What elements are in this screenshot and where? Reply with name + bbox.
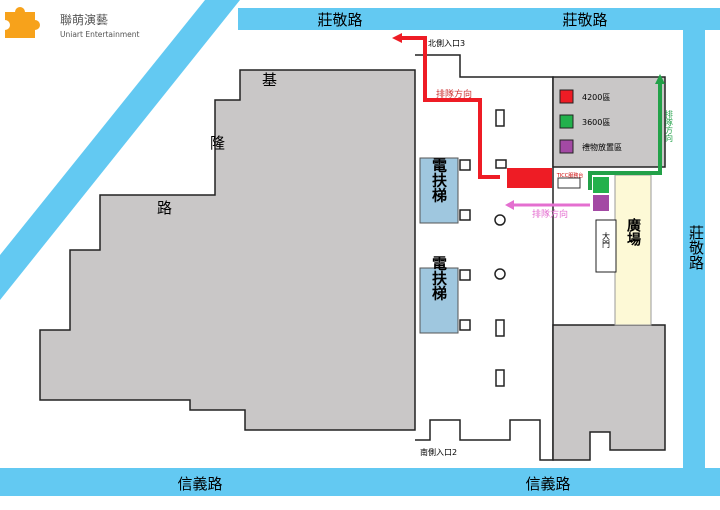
arrowhead-green [655, 74, 665, 84]
logo: 聯萌演藝 Uniart Entertainment [5, 7, 140, 39]
road-label-top-left: 莊敬路 [317, 11, 362, 29]
road-jilong [0, 0, 240, 300]
main-gate [595, 219, 617, 273]
zone-4200 [507, 168, 552, 188]
road-xinyi [0, 468, 720, 496]
road-label-top-right: 莊敬路 [562, 11, 607, 29]
road-label-bottom-right: 信義路 [525, 475, 570, 493]
legend-4200: 4200區 [582, 93, 610, 102]
pillars [459, 109, 507, 387]
hall-outline [415, 54, 554, 461]
escalator-label: 電扶梯 [430, 158, 448, 204]
arrowhead-red [392, 33, 402, 43]
queue-arrow-red [400, 36, 500, 179]
queue-label-pink: 排隊方向 [532, 208, 568, 220]
puzzle-icon [5, 7, 40, 38]
queue-label-red: 排隊方向 [436, 88, 472, 100]
queue-arrow-green [588, 82, 662, 190]
escalator-label: 電扶梯 [430, 256, 448, 302]
road-label-bottom-left: 信義路 [177, 475, 222, 493]
escalator-2: 電扶梯 [419, 256, 459, 334]
south-entrance-label: 南側入口2 [420, 447, 457, 457]
legend-3600: 3600區 [582, 118, 610, 127]
legend-swatch-gift [559, 139, 574, 154]
zone-gift [593, 195, 609, 211]
legend-swatch-4200 [559, 89, 574, 104]
queue-label-green: 排隊方向 [665, 109, 674, 142]
building-southeast [552, 324, 666, 461]
gate-label: 大門 [602, 231, 611, 249]
service-desk [557, 177, 581, 189]
road-zhuangjing-right [683, 8, 705, 488]
zone-3600 [593, 177, 609, 193]
logo-subtitle: Uniart Entertainment [60, 30, 140, 39]
road-zhuangjing-top [238, 8, 720, 30]
plaza [614, 174, 652, 326]
north-entrance-label: 北側入口3 [428, 38, 465, 48]
service-desk-label: TICC服務台 [556, 172, 584, 179]
legend-swatch-3600 [559, 114, 574, 129]
escalator-1: 電扶梯 [419, 157, 459, 224]
legend-gift: 禮物放置區 [582, 142, 622, 152]
building-main [39, 69, 416, 431]
arrowhead-pink [505, 200, 514, 210]
logo-name: 聯萌演藝 [60, 12, 108, 27]
plaza-label: 廣場 [625, 217, 641, 247]
road-label-right: 莊敬路 [687, 225, 705, 270]
